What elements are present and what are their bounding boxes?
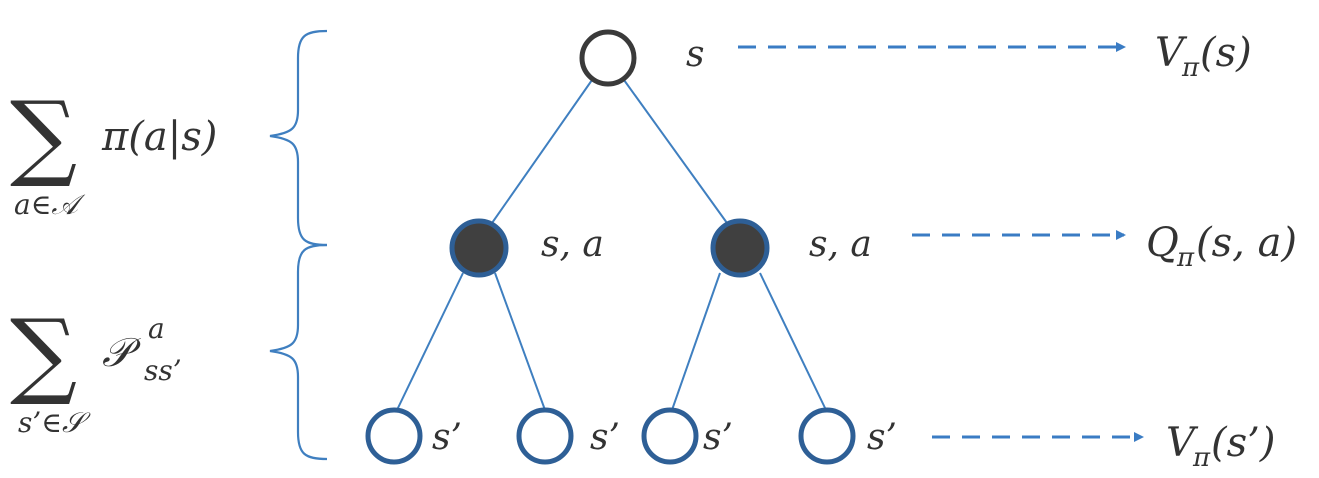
leaf-state-node-3 (641, 407, 699, 465)
edge-root-action-2 (623, 79, 728, 224)
action-node-1-label: s, a (541, 224, 604, 265)
leaf-state-node-4-label: s’ (867, 417, 897, 458)
state-value-sub: π (1181, 53, 1200, 83)
transition-sum-expression: ∑ s’∈𝒮 𝒫 a ss’ (10, 300, 182, 439)
edge-action-1-leaf-1 (396, 272, 464, 411)
state-value-base: V (1155, 30, 1188, 76)
policy-term: π(a|s) (101, 114, 217, 160)
root-state-node (579, 29, 637, 87)
action-node-1 (449, 218, 509, 278)
edge-action-1-leaf-2 (494, 272, 546, 411)
policy-sum-subscript: a∈𝒜 (14, 188, 85, 221)
leaf-state-node-1 (365, 407, 423, 465)
action-node-2-label: s, a (809, 224, 872, 265)
state-value-arg: (s) (1200, 30, 1252, 76)
leaf-state-node-2 (516, 407, 574, 465)
transition-term-sub: ss’ (144, 354, 182, 387)
root-state-label: s (686, 34, 704, 75)
edge-action-2-leaf-4 (759, 272, 827, 411)
leaf-state-node-1-label: s’ (432, 417, 462, 458)
action-value-sub: π (1176, 243, 1195, 273)
edge-action-2-leaf-3 (671, 272, 721, 411)
leaf-state-node-3-label: s’ (703, 417, 733, 458)
next-state-value-base: V (1166, 420, 1199, 466)
transition-sum-subscript: s’∈𝒮 (18, 406, 91, 439)
brace-policy (269, 29, 328, 247)
transition-sigma: ∑ (10, 300, 77, 409)
state-value-label: V π (s) (1155, 30, 1252, 83)
action-value-base: Q (1146, 220, 1179, 266)
transition-term-base: 𝒫 (102, 330, 142, 376)
action-value-arg: (s, a) (1196, 220, 1297, 266)
edge-root-action-1 (491, 79, 593, 224)
brace-transition (269, 243, 328, 461)
next-state-value-label: V π (s’) (1166, 420, 1275, 473)
policy-sum-expression: ∑ a∈𝒜 π(a|s) (10, 82, 217, 221)
leaf-state-node-4 (798, 407, 856, 465)
policy-sigma: ∑ (10, 82, 77, 191)
next-state-value-sub: π (1192, 443, 1211, 473)
transition-term-sup: a (148, 312, 165, 345)
tree-edges (396, 79, 827, 411)
action-value-label: Q π (s, a) (1146, 220, 1297, 273)
next-state-value-arg: (s’) (1211, 420, 1275, 466)
leaf-state-node-2-label: s’ (590, 417, 620, 458)
action-node-2 (710, 218, 770, 278)
